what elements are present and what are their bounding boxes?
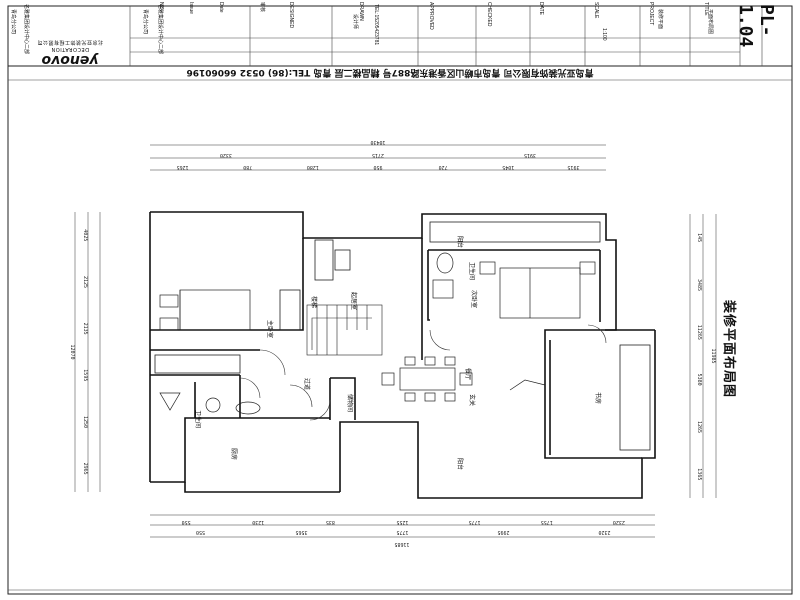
dim-top-total: 10430	[370, 139, 385, 145]
master-bed	[179, 289, 251, 331]
designer-label: 设计师	[352, 14, 358, 30]
dim-bottom-row2: 550	[196, 529, 205, 535]
drawing-title: 装修平面布局图	[721, 300, 736, 399]
dim-bottom-row2: 1775	[396, 529, 408, 535]
room-label-corridor: 过道	[303, 378, 311, 390]
dim-top-row2: 3915	[524, 152, 536, 158]
dim-top-row1: 3915	[567, 164, 579, 170]
dim-bottom-row1: 1230	[252, 519, 264, 525]
room-label-balcony-bottom: 阳台	[456, 458, 464, 470]
title-field-label: SCALE	[593, 2, 599, 19]
brand-logo-block: yenovo DECORATION 北京亚光装饰工程有限公司	[30, 18, 110, 68]
company-left: 青岛分公司	[10, 9, 16, 35]
title-field-label: PROJECT	[648, 2, 654, 26]
dim-left: 1595	[82, 369, 88, 381]
dim-top-row2: 2715	[372, 152, 384, 158]
company-address: 青岛亚光装饰有限公司 青岛市崂山区香港东路887号 精品楼二层 青岛 TEL:(…	[186, 67, 594, 77]
room-label-balcony-top: 阳台	[456, 236, 464, 248]
title-field-label: NO.	[158, 2, 164, 11]
dim-bottom-row1: 835	[326, 519, 335, 525]
dim-top-row1: 780	[243, 164, 252, 170]
dim-left-total: 12070	[69, 344, 75, 359]
title-block-frame	[7, 5, 793, 67]
dim-top-row1: 720	[439, 164, 448, 170]
dim-bottom-row1: 550	[182, 519, 191, 525]
title-field-label: 审核	[259, 2, 265, 13]
drawing-title-short: 装修平面	[657, 9, 663, 30]
dim-top-row1: 950	[373, 164, 382, 170]
brand-logo-text: yenovo	[41, 52, 99, 68]
room-label-kitchen: 厨房	[230, 448, 238, 460]
dim-bottom-row1: 2320	[613, 519, 625, 525]
dim-top-row1: 1045	[502, 164, 514, 170]
brand-tagline: 北京亚光装饰工程有限公司	[37, 39, 104, 45]
toilet-symbol	[205, 397, 221, 413]
title-field-label: DATE	[538, 2, 544, 15]
title-field-label: DESIGNED	[288, 2, 294, 29]
dim-top-row2: 3320	[220, 152, 232, 158]
dim-right: 3485	[696, 279, 702, 291]
room-label-bathroom-2: 卫生间	[468, 262, 476, 280]
dim-top-row1: 1265	[177, 164, 189, 170]
drawing-number: PL-1.04	[735, 4, 777, 48]
dim-bottom-row2: 2320	[598, 529, 610, 535]
dim-left: 2135	[82, 323, 88, 335]
dim-right: 11265	[696, 325, 702, 340]
dim-right-total: 11985	[710, 348, 716, 363]
title-field-label: APPROVED	[428, 2, 434, 30]
dim-left: 4025	[82, 229, 88, 241]
sheet-frame	[7, 5, 793, 595]
dim-right: 1365	[696, 468, 702, 480]
dim-left: 1250	[82, 416, 88, 428]
room-label-dining: 餐厅	[464, 368, 472, 380]
designer-phone: TEL:15205423781	[373, 4, 379, 46]
title-field-label: Issue	[188, 2, 194, 14]
room-label-bathroom-1: 卫生间	[194, 410, 202, 428]
title-field-value: 1:100	[601, 28, 607, 41]
dim-bottom-row1: 1755	[541, 519, 553, 525]
room-label-bedroom-2: 次卧室	[470, 290, 478, 308]
project-name: 平面布局图	[707, 9, 713, 35]
title-field-label: CHECKED	[486, 2, 492, 27]
dim-right: 1265	[696, 421, 702, 433]
dim-bottom-total: 11685	[394, 541, 409, 547]
title-block-grid	[8, 6, 792, 81]
room-label-entrance: 玄关	[468, 394, 476, 406]
dim-bottom-row1: 1775	[469, 519, 481, 525]
title-field-label: Date	[218, 2, 224, 13]
dim-bottom-row2: 3565	[295, 529, 307, 535]
dim-left: 2125	[82, 276, 88, 288]
room-label-study: 书房	[594, 392, 602, 404]
dim-bottom-row2: 2995	[497, 529, 509, 535]
dim-left: 2965	[82, 463, 88, 475]
dim-right: 145	[696, 233, 702, 242]
dim-bottom-row1: 1255	[396, 519, 408, 525]
dim-right: 5380	[696, 374, 702, 386]
room-label-storage: 储物间	[346, 394, 354, 412]
staircase-symbol	[306, 304, 383, 356]
dining-table	[381, 356, 473, 402]
room-label-master-bedroom: 主卧室	[266, 320, 274, 338]
second-bed	[499, 267, 581, 319]
room-label-staircase: 楼梯	[310, 296, 318, 308]
door-swings	[239, 324, 607, 421]
company-mid: 青岛分公司	[142, 9, 148, 35]
room-label-living-room: 起居室	[350, 292, 358, 310]
dim-top-row1: 1280	[307, 164, 319, 170]
company-left-sub: 名雅集团设计中心二部	[23, 4, 29, 55]
